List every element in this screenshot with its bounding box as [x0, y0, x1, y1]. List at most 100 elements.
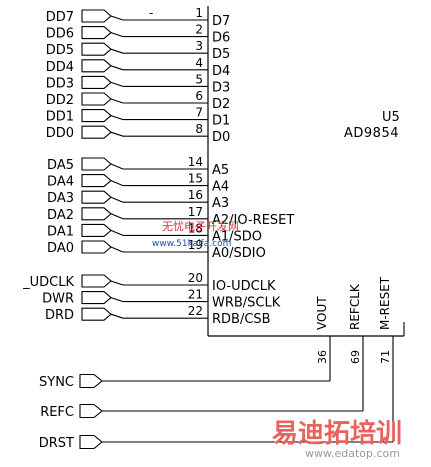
net-wire	[110, 297, 124, 303]
net-label: DD0	[46, 126, 74, 141]
pin-number: 7	[195, 106, 203, 120]
pin-name: A3	[212, 196, 229, 211]
pin-name: A1/SDO	[212, 229, 262, 244]
net-connector	[79, 434, 103, 450]
pin-name: RDB/CSB	[212, 312, 271, 327]
pin-name: IO-UDCLK	[212, 279, 276, 294]
pin-name: REFCLK	[348, 283, 362, 330]
net-connector	[81, 240, 112, 254]
net-wire	[110, 180, 124, 187]
net-connector	[81, 274, 112, 288]
pin-row: DD4 4D4	[46, 56, 231, 79]
pin-name: A4	[212, 180, 229, 195]
pin-number: 4	[195, 56, 203, 70]
pin-number: 21	[188, 288, 203, 302]
net-connector	[79, 403, 103, 419]
net-label: DA2	[47, 208, 74, 223]
pin-name: D7	[212, 14, 230, 29]
pin-number: 16	[188, 188, 203, 202]
net-label: DD3	[46, 76, 74, 91]
pin-number: 17	[188, 205, 203, 219]
net-wire	[110, 229, 124, 236]
net-label: DWR	[42, 292, 74, 307]
pin-name: WRB/SCLK	[212, 296, 281, 311]
pin-name: D5	[212, 47, 230, 62]
net-label: DD5	[46, 43, 74, 58]
pin-name: A5	[212, 163, 229, 178]
net-connector	[81, 291, 112, 305]
pin-number: 14	[188, 155, 203, 169]
net-wire	[110, 65, 124, 71]
pin-name: D6	[212, 31, 230, 46]
pin-name: D1	[212, 114, 230, 129]
chip-ref: U5	[382, 110, 400, 125]
chip-part: AD9854	[344, 126, 399, 141]
net-label: DA4	[47, 175, 74, 190]
net-label: DD4	[46, 60, 74, 75]
net-label: DD1	[46, 110, 74, 125]
stray-mark: -	[149, 6, 153, 20]
pin-number: 71	[379, 350, 392, 364]
net-connector	[81, 109, 112, 123]
net-connector	[81, 9, 112, 23]
pin-name: M-RESET	[378, 276, 392, 330]
net-label: DA1	[47, 224, 74, 239]
watermark-cn-overlay: 无忧电子开发网	[162, 219, 239, 233]
net-wire	[110, 163, 124, 170]
net-connector	[81, 125, 112, 139]
watermark-brand-url: www.edatop.com	[305, 447, 400, 460]
pin-name: D3	[212, 80, 230, 95]
net-wire	[110, 213, 124, 220]
net-label: DA3	[47, 191, 74, 206]
net-label: SYNC	[39, 375, 74, 390]
net-wire	[110, 196, 124, 203]
pin-name: D0	[212, 130, 230, 145]
pin-number: 6	[195, 89, 203, 103]
net-label: DRD	[45, 308, 74, 323]
net-connector	[81, 92, 112, 106]
net-connector	[81, 59, 112, 73]
pin-number: 19	[188, 238, 203, 252]
net-connector	[81, 75, 112, 89]
net-connector	[81, 174, 112, 188]
pin-name: VOUT	[315, 296, 329, 330]
net-label: _UDCLK	[22, 275, 74, 290]
pin-name: D4	[212, 64, 230, 79]
pin-number: 69	[349, 350, 362, 364]
net-connector	[81, 307, 112, 321]
pin-number: 15	[188, 172, 203, 186]
net-connector	[81, 190, 112, 204]
net-wire	[110, 280, 124, 286]
net-wire	[110, 48, 124, 54]
pin-name: A2/IO-RESET	[212, 213, 294, 228]
net-wire	[110, 32, 124, 38]
pin-name: A0/SDIO	[212, 246, 266, 261]
net-connector	[81, 26, 112, 40]
net-label: DA5	[47, 158, 74, 173]
net-connector	[79, 373, 103, 389]
net-connector	[81, 42, 112, 56]
net-wire	[110, 246, 124, 253]
net-label: DD6	[46, 27, 74, 42]
net-connector	[81, 157, 112, 171]
pin-number: 20	[188, 271, 203, 285]
pin-number: 5	[195, 72, 203, 86]
net-wire	[110, 15, 124, 21]
